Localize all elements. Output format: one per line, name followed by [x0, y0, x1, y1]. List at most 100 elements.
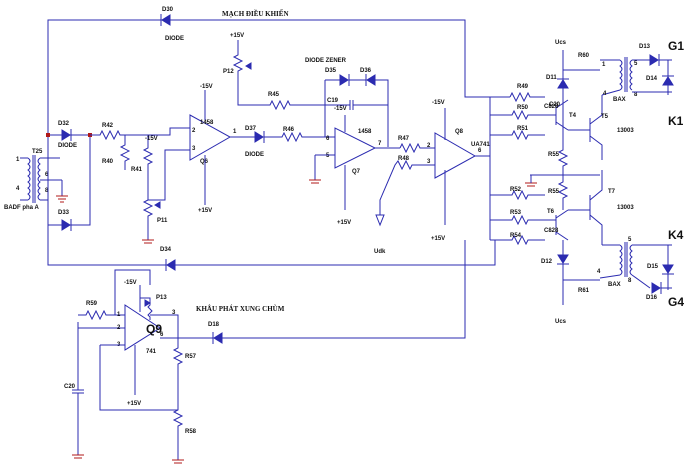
- label-t4: T4: [569, 113, 577, 119]
- label-r51: R51: [517, 126, 529, 132]
- label-r55: R55: [548, 152, 560, 158]
- q7-pin7: 7: [378, 141, 382, 147]
- terminal-k4: K4: [668, 228, 684, 242]
- output-transformer-top: 1 4 BAX 5 8 D13 D14 G1 K1: [600, 39, 684, 128]
- pos-supply-q8: +15V: [431, 236, 445, 242]
- q9-pin1: 1: [117, 312, 121, 318]
- t25-pin8: 8: [45, 188, 49, 194]
- q6-type: 1458: [200, 120, 214, 126]
- label-q9: Q9: [146, 322, 162, 336]
- label-r45: R45: [268, 92, 280, 98]
- label-q7: Q7: [352, 169, 361, 175]
- d37-r46: D37 DIODE R46: [245, 126, 335, 158]
- t25-pin6: 6: [45, 172, 49, 178]
- q6-pin1: 1: [233, 129, 237, 135]
- q9-type: 741: [146, 349, 157, 355]
- label-udk: Udk: [374, 249, 386, 255]
- label-q6: Q6: [200, 159, 209, 165]
- label-t25: T25: [32, 149, 43, 155]
- input-transformer-t25: T25 1 4 6 8 BADF pha A: [4, 149, 68, 211]
- pos-supply-q7: +15V: [337, 220, 351, 226]
- label-r47: R47: [398, 136, 410, 142]
- label-d32-type: DIODE: [58, 143, 77, 149]
- opamp-q8: R47 R48 Udk 2 3 Q8 UA741 -15V +15V 6: [374, 100, 490, 255]
- driver-stage: R49 R50 R51 R52 R53 R54 C20 T4 C828 T5 1…: [489, 40, 634, 325]
- label-d30-type: DIODE: [165, 36, 184, 42]
- label-d11: D11: [546, 75, 557, 81]
- q9-pin3b: 3: [172, 310, 176, 316]
- pos-supply-p12: +15V: [230, 33, 244, 39]
- label-d18: D18: [208, 322, 220, 328]
- label-d34: D34: [160, 247, 172, 253]
- neg-supply-q9: -15V: [124, 280, 137, 286]
- label-r61: R61: [578, 288, 590, 294]
- output-transformer-bottom: 5 8 4 BAX D15 D16 K4 G4: [597, 228, 684, 309]
- label-d13: D13: [639, 44, 651, 50]
- pot-p12: +15V P12 R45: [223, 33, 325, 111]
- label-badf: BADF pha A: [4, 205, 39, 211]
- label-d30: D30: [162, 7, 174, 13]
- label-r54: R54: [510, 233, 522, 239]
- neg-supply-q6b: -15V: [200, 84, 213, 90]
- label-d14: D14: [646, 76, 658, 82]
- title-control: MẠCH ĐIỀU KHIỂN: [222, 10, 289, 18]
- burst-generator-q9: R59 -15V 1 2 3 Q9 741 +15V P13 3 6 D18 R…: [64, 240, 466, 464]
- label-p13: P13: [156, 295, 167, 301]
- q6-pin2: 2: [192, 128, 196, 134]
- t7-type: 13003: [617, 205, 634, 211]
- label-q8: Q8: [455, 129, 464, 135]
- bax1-pin1: 1: [602, 62, 606, 68]
- q8-pin6: 6: [478, 148, 482, 154]
- label-p12: P12: [223, 69, 234, 75]
- q8-pin2: 2: [427, 143, 431, 149]
- terminal-g4: G4: [668, 295, 684, 309]
- ucs-top: Ucs: [555, 40, 567, 46]
- label-d36: D36: [360, 68, 372, 74]
- label-r41: R41: [131, 167, 143, 173]
- t6-type: C828: [544, 228, 559, 234]
- label-r60: R60: [578, 53, 590, 59]
- q8-type: UA741: [471, 142, 490, 148]
- label-d32: D32: [58, 121, 70, 127]
- terminal-g1: G1: [668, 39, 684, 53]
- neg-supply-q7: -15V: [334, 106, 347, 112]
- bax1-pin8: 8: [634, 92, 638, 98]
- label-r43: R40: [102, 159, 114, 165]
- t25-pin4: 4: [16, 186, 20, 192]
- q7-pin6: 6: [326, 136, 330, 142]
- label-c20b: C20: [64, 384, 76, 390]
- neg-supply-q6: -15V: [145, 136, 158, 142]
- q7-pin5: 5: [326, 153, 330, 159]
- q9-pin2: 2: [117, 325, 121, 331]
- label-d37: D37: [245, 126, 257, 132]
- label-r42: R42: [102, 123, 114, 129]
- q9-pin6: 6: [160, 332, 164, 338]
- bax1-pin4: 4: [603, 91, 607, 97]
- rectifier-diodes: D32 DIODE D33: [46, 121, 92, 231]
- label-d16: D16: [646, 295, 658, 301]
- bax2-pin5: 5: [628, 237, 632, 243]
- q6-pin3: 3: [192, 146, 196, 152]
- label-c19: C19: [327, 98, 339, 104]
- label-d33: D33: [58, 210, 70, 216]
- label-r58: R58: [185, 429, 197, 435]
- label-p11: P11: [157, 218, 168, 224]
- label-t5: T5: [601, 114, 609, 120]
- label-d12: D12: [541, 259, 553, 265]
- label-r50: R50: [517, 105, 529, 111]
- label-d35: D35: [325, 68, 337, 74]
- bottom-feedback-loop: D34: [47, 225, 496, 271]
- t5-type: 13003: [617, 128, 634, 134]
- label-r57: R57: [185, 354, 197, 360]
- opamp-q6: 2 3 1458 Q6 -15V +15V 1: [189, 84, 260, 214]
- label-t7: T7: [608, 189, 616, 195]
- t4-type: C828: [544, 104, 559, 110]
- bax1-pin5: 5: [634, 61, 638, 67]
- label-c20: C20: [549, 102, 561, 108]
- pos-supply-q9: +15V: [127, 401, 141, 407]
- label-bax1: BAX: [613, 97, 626, 103]
- label-d37-type: DIODE: [245, 152, 264, 158]
- t25-pin1: 1: [16, 157, 20, 163]
- label-r52: R52: [510, 187, 522, 193]
- label-r53: R53: [510, 210, 522, 216]
